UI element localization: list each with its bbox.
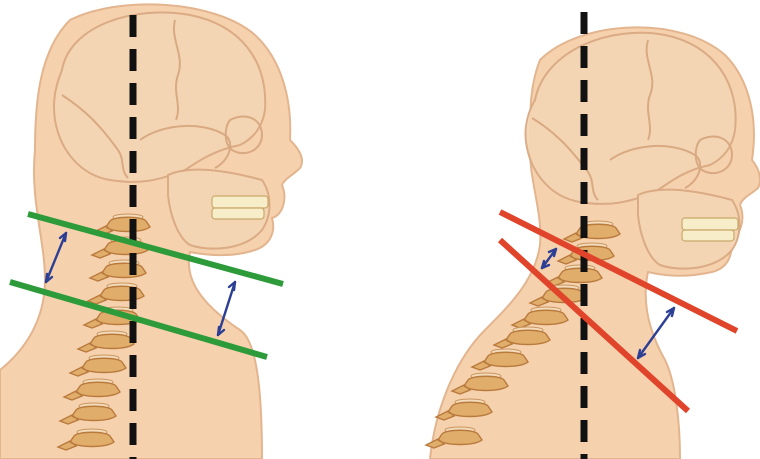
upper-teeth [682, 218, 738, 230]
lower-teeth [682, 230, 734, 241]
neutral-posture-illustration [0, 0, 380, 459]
lower-teeth [212, 208, 264, 219]
forward-posture-illustration [380, 0, 760, 459]
upper-teeth [212, 196, 268, 208]
forward-head-posture-panel [380, 0, 760, 459]
neutral-posture-panel [0, 0, 380, 459]
